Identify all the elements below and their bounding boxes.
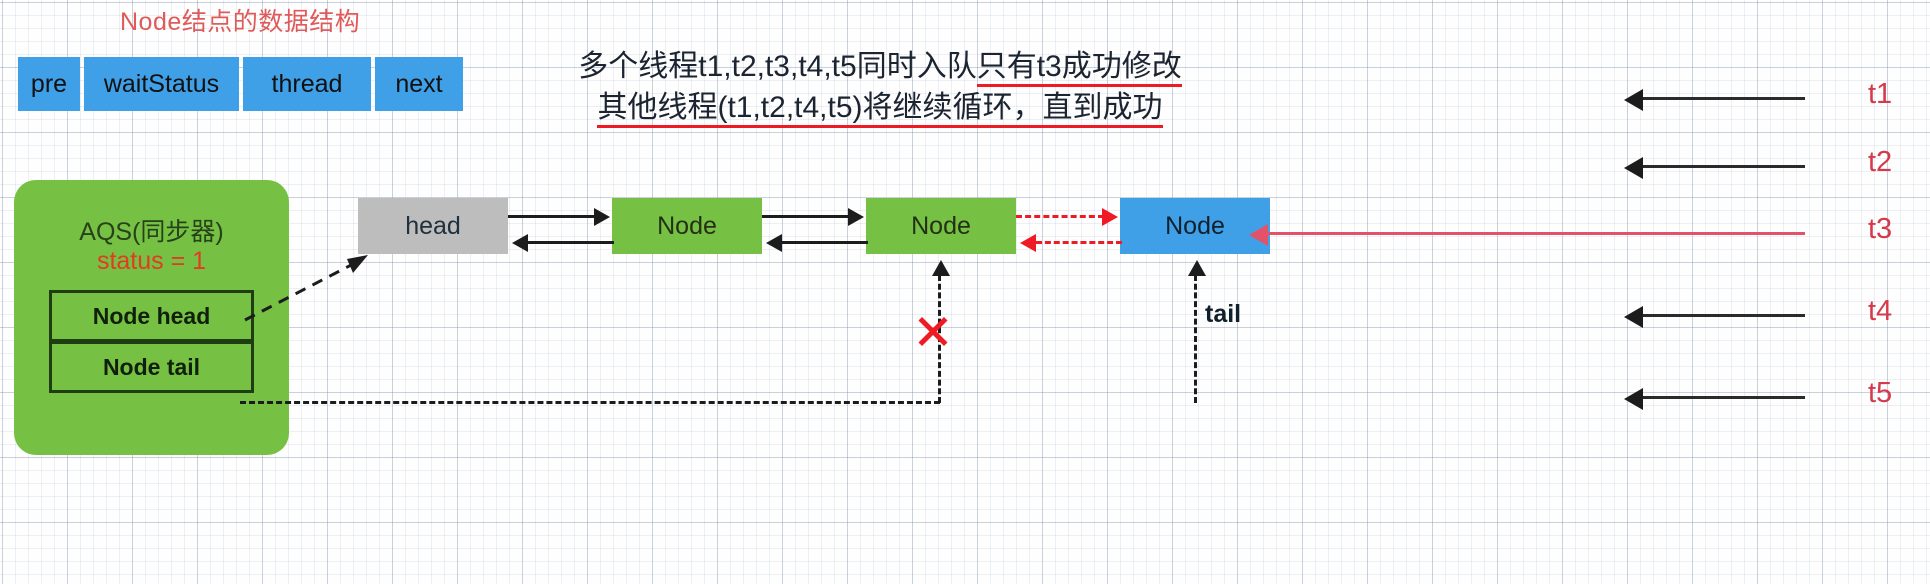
thread-t3-line: [1265, 232, 1805, 235]
queue-node-1: Node: [612, 198, 762, 254]
thread-t4-label: t4: [1868, 295, 1893, 327]
thread-t2-label: t2: [1868, 146, 1893, 178]
banner-line-2: 其他线程(t1,t2,t4,t5)将继续循环，直到成功: [500, 87, 1260, 128]
node-field-thread: thread: [243, 57, 371, 111]
node-field-pre: pre: [18, 57, 80, 111]
link-node2-to-node1-line: [782, 241, 868, 244]
link-head-to-node1-arrowhead: [594, 208, 610, 226]
link-node2-to-node3-dashed-line: [1016, 215, 1104, 218]
thread-t2-line: [1640, 165, 1805, 168]
node-structure-title: Node结点的数据结构: [120, 8, 361, 36]
thread-t4-arrowhead: [1624, 306, 1643, 328]
link-node1-to-head-arrowhead: [512, 234, 528, 252]
link-head-to-node1-line: [508, 215, 596, 218]
link-node2-to-node3-arrowhead: [1102, 208, 1118, 226]
aqs-title: AQS(同步器): [79, 218, 224, 246]
link-node1-to-node2-arrowhead: [848, 208, 864, 226]
thread-t3-arrowhead: [1249, 224, 1268, 246]
queue-node-2: Node: [866, 198, 1016, 254]
thread-t1-arrowhead: [1624, 89, 1643, 111]
aqs-node-tail-slot: Node tail: [49, 341, 254, 393]
tail-pointer-label: tail: [1205, 300, 1242, 328]
banner-line2-underlined: 其他线程(t1,t2,t4,t5)将继续循环，直到成功: [597, 91, 1163, 128]
node-field-row: pre waitStatus thread next: [18, 57, 467, 111]
banner-line-1: 多个线程t1,t2,t3,t4,t5同时入队只有t3成功修改: [500, 46, 1260, 87]
banner-text: 多个线程t1,t2,t3,t4,t5同时入队只有t3成功修改 其他线程(t1,t…: [500, 46, 1260, 128]
thread-t1-line: [1640, 97, 1805, 100]
banner-line1-underlined: 只有t3成功修改: [976, 50, 1182, 87]
thread-t5-label: t5: [1868, 377, 1893, 409]
tail-slot-dashed-horizontal: [240, 401, 940, 404]
link-node3-to-node2-dashed-line: [1036, 241, 1122, 244]
tail-pointer-arrowhead: [1188, 260, 1206, 276]
node-field-waitstatus: waitStatus: [84, 57, 239, 111]
thread-t2-arrowhead: [1624, 157, 1643, 179]
thread-t3-label: t3: [1868, 213, 1893, 245]
queue-head-box: head: [358, 198, 508, 254]
thread-t5-arrowhead: [1624, 388, 1643, 410]
aqs-node-head-slot: Node head: [49, 290, 254, 342]
node-field-next: next: [375, 57, 463, 111]
banner-line1-plain: 多个线程t1,t2,t3,t4,t5同时入队: [578, 50, 977, 83]
aqs-status: status = 1: [96, 247, 207, 275]
thread-t4-line: [1640, 314, 1805, 317]
tail-slot-arrowhead-blocked: [932, 260, 950, 276]
tail-pointer-dashed-vertical: [1194, 275, 1197, 403]
link-node3-to-node2-arrowhead: [1020, 234, 1036, 252]
thread-t1-label: t1: [1868, 78, 1893, 110]
link-node2-to-node1-arrowhead: [766, 234, 782, 252]
head-pointer-dashed-arrow: [244, 255, 368, 322]
queue-node-3: Node: [1120, 198, 1270, 254]
link-node1-to-head-line: [528, 241, 614, 244]
aqs-container: AQS(同步器) status = 1 Node head Node tail: [14, 180, 289, 455]
thread-t5-line: [1640, 396, 1805, 399]
link-node1-to-node2-line: [762, 215, 850, 218]
blocked-x-icon: [915, 313, 951, 349]
